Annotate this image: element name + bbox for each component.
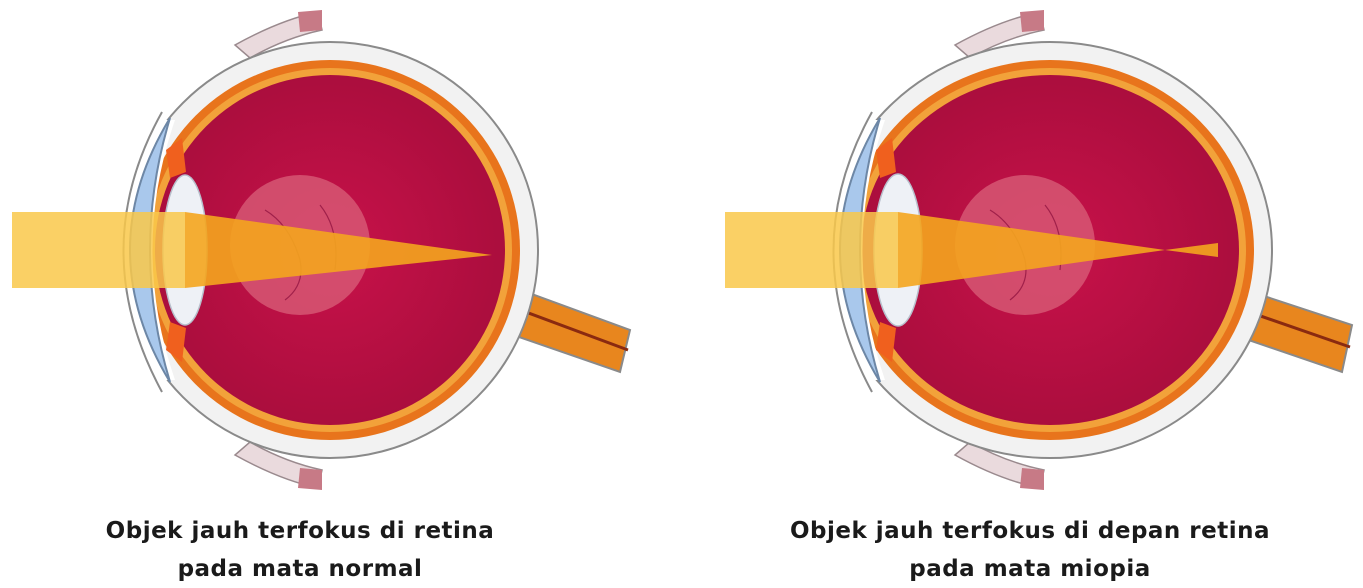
light-beam-incoming [725,212,898,288]
muscle-top-tip [298,10,322,32]
myopia-eye [725,10,1352,490]
caption-myopia-line1: Objek jauh terfokus di depan retina [770,512,1290,550]
muscle-top-tip [1020,10,1044,32]
caption-normal: Objek jauh terfokus di retina pada mata … [60,512,540,588]
light-beam-incoming [12,212,185,288]
muscle-bottom-tip [1020,468,1044,490]
caption-myopia: Objek jauh terfokus di depan retina pada… [770,512,1290,588]
caption-normal-line2: pada mata normal [60,550,540,588]
caption-myopia-line2: pada mata miopia [770,550,1290,588]
muscle-bottom-tip [298,468,322,490]
caption-normal-line1: Objek jauh terfokus di retina [60,512,540,550]
normal-eye [12,10,630,490]
